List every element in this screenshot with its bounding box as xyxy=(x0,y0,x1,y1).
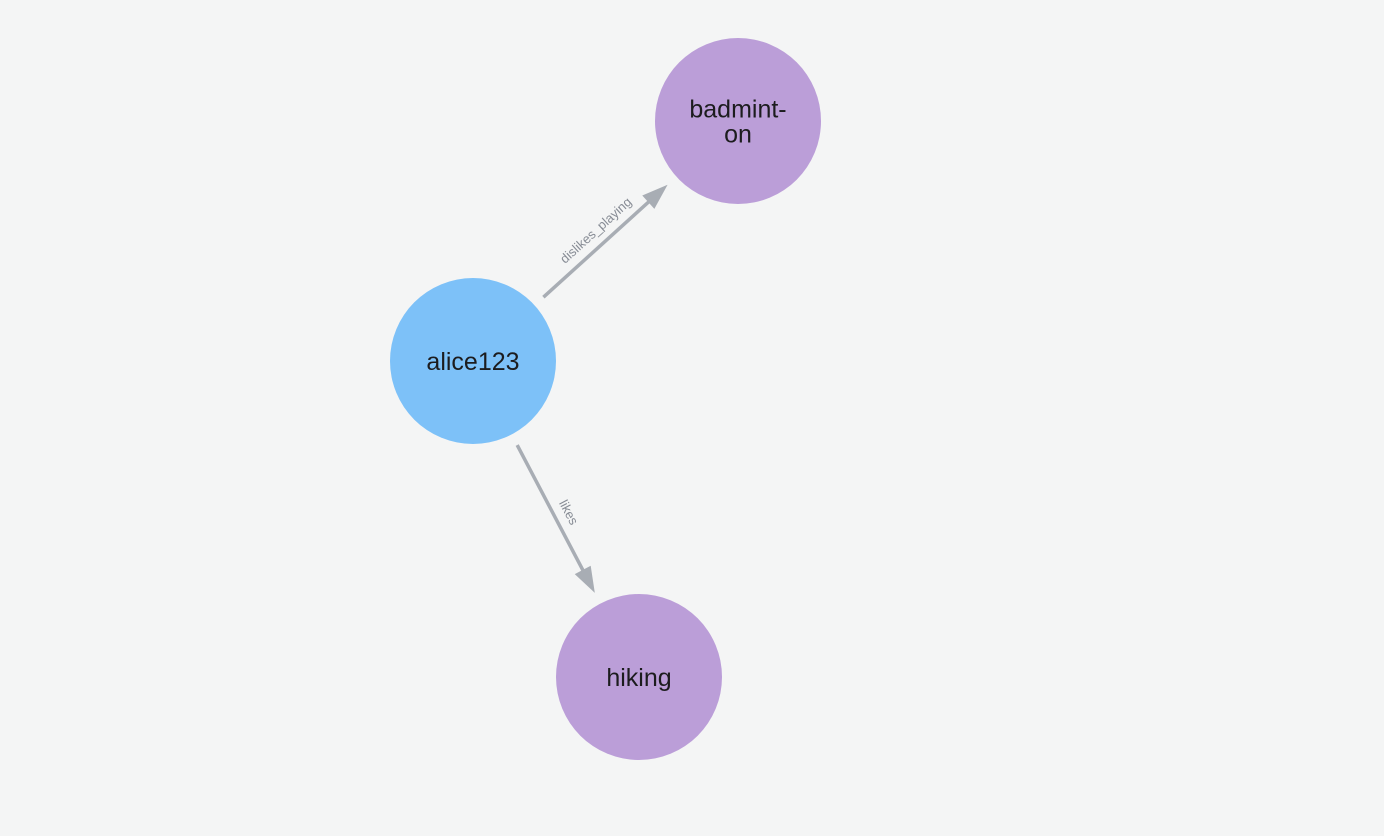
edge-likes[interactable]: likes xyxy=(515,444,595,593)
node-badminton[interactable]: badmint-on xyxy=(655,38,821,204)
edge-label: dislikes_playing xyxy=(557,194,635,266)
edge-arrowhead xyxy=(642,184,668,209)
edge-dislikes_playing[interactable]: dislikes_playing xyxy=(542,184,668,299)
node-label: badmint-on xyxy=(689,95,786,148)
node-alice123[interactable]: alice123 xyxy=(390,278,556,444)
node-label: alice123 xyxy=(426,348,519,376)
edge-line xyxy=(542,193,658,299)
edge-arrowhead xyxy=(574,565,595,593)
edge-line xyxy=(515,444,590,580)
node-hiking[interactable]: hiking xyxy=(556,594,722,760)
node-label: hiking xyxy=(606,664,671,692)
node-circle xyxy=(655,38,821,204)
node-circle xyxy=(390,278,556,444)
node-circle xyxy=(556,594,722,760)
